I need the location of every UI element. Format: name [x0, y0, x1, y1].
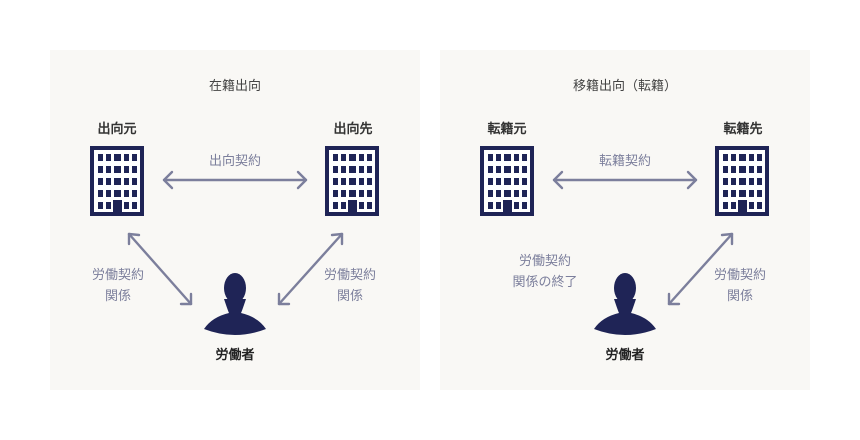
left-relation-label-1: 労働契約 [92, 268, 144, 283]
right-relation-label-2: 関係 [727, 289, 753, 304]
worker-person-icon [204, 273, 266, 335]
left-relation-label-2: 関係 [105, 289, 131, 304]
source-label: 転籍元 [487, 121, 526, 137]
worker-label: 労働者 [605, 347, 644, 363]
panel-zaiseki-shukko: 在籍出向 出向元 出向先 出向契約 労働契約 関係 労働契約 関係 労働者 [50, 50, 420, 390]
right-relation-label-2: 関係 [337, 289, 363, 304]
target-building-icon [325, 146, 379, 216]
left-relation-label-2: 関係の終了 [512, 274, 577, 290]
source-building-icon [90, 146, 144, 216]
panel-title: 移籍出向（転籍） [573, 78, 677, 94]
source-label: 出向元 [97, 121, 136, 137]
contract-label: 出向契約 [209, 153, 261, 169]
contract-label: 転籍契約 [599, 153, 651, 169]
target-building-icon [715, 146, 769, 216]
contract-arrow [162, 170, 308, 190]
left-relation-arrow [127, 232, 193, 306]
contract-arrow [552, 170, 698, 190]
worker-person-icon [594, 273, 656, 335]
right-relation-arrow [667, 232, 734, 306]
left-relation-label-1: 労働契約 [519, 254, 571, 269]
right-relation-label-1: 労働契約 [714, 268, 766, 283]
target-label: 出向先 [333, 121, 372, 137]
panel-iseki-shukko: 移籍出向（転籍） 転籍元 転籍先 転籍契約 労働契約 関係の終了 労働契約 関係… [440, 50, 810, 390]
right-relation-arrow [277, 232, 344, 306]
panel-title: 在籍出向 [209, 78, 261, 94]
right-relation-label-1: 労働契約 [324, 268, 376, 283]
source-building-icon [480, 146, 534, 216]
worker-label: 労働者 [215, 347, 254, 363]
target-label: 転籍先 [723, 121, 762, 137]
